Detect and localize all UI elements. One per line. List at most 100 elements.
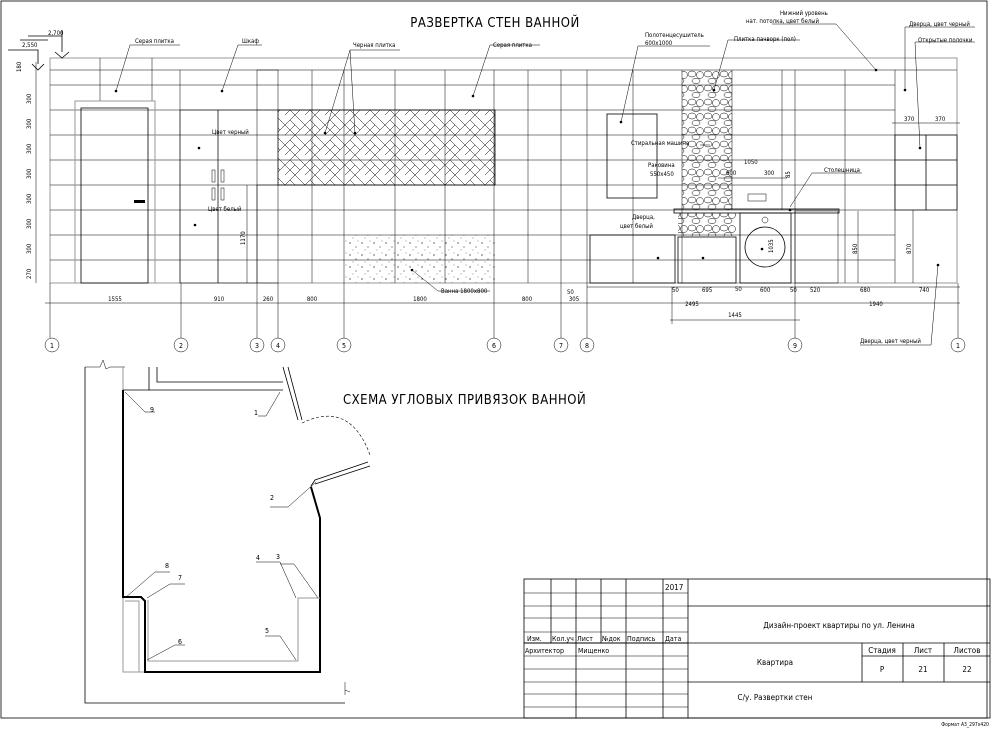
stage-value: Р (880, 665, 885, 674)
svg-text:680: 680 (860, 287, 871, 294)
axis-1-end: 1 (956, 342, 960, 350)
axis-2: 2 (179, 342, 183, 350)
corner-7: 7 (178, 574, 182, 582)
label-grey-tile-1: Серая плитка (135, 38, 174, 45)
corner-8: 8 (165, 562, 169, 570)
black-tile-herringbone (277, 109, 496, 186)
svg-text:600: 600 (760, 287, 771, 294)
label-bathtub: Ванна 1800x800 (441, 288, 488, 295)
level-mark-2700: 2,700 (48, 30, 64, 37)
svg-text:740: 740 (919, 287, 930, 294)
svg-text:1800: 1800 (413, 296, 427, 303)
lower-cabinet-door-1 (589, 234, 676, 284)
outer-wall (84, 367, 345, 704)
corner-5: 5 (265, 627, 269, 635)
dims-row-2: 1555 910 260 800 1800 800 305 2495 1940 (108, 296, 883, 308)
axis-4: 4 (276, 342, 280, 350)
svg-text:1940: 1940 (869, 301, 883, 308)
dim-1050: 1050 (744, 159, 758, 166)
label-ceiling-level-1: Нижний уровень (780, 10, 828, 17)
door-swing-arc (301, 415, 371, 456)
dim-1035: 1035 (768, 239, 775, 253)
door (74, 100, 156, 284)
elevation-title: РАЗВЕРТКА СТЕН ВАННОЙ (410, 15, 579, 31)
svg-text:50: 50 (672, 287, 679, 294)
wall-column-upper (256, 69, 279, 111)
svg-text:50: 50 (790, 287, 797, 294)
stage-label: Стадия (868, 646, 896, 655)
label-grey-tile-2: Серая плитка (493, 42, 532, 49)
svg-text:180: 180 (16, 61, 23, 72)
svg-text:Подпись: Подпись (627, 635, 656, 643)
svg-text:305: 305 (569, 296, 579, 303)
leader-lines (115, 23, 975, 346)
label-countertop: Столешница (824, 167, 860, 174)
towel-warmer (606, 113, 658, 199)
svg-text:№док: №док (601, 635, 621, 643)
washing-machine-drum (744, 226, 786, 268)
sheets-value: 22 (962, 665, 971, 674)
wall-elevation: РАЗВЕРТКА СТЕН ВАННОЙ (8, 10, 975, 353)
corner-4: 4 (256, 554, 260, 562)
door-handle (134, 200, 145, 203)
tile-grid (50, 58, 957, 283)
axis-3: 3 (255, 342, 259, 350)
axis-9: 9 (793, 342, 797, 350)
svg-text:300: 300 (26, 193, 33, 204)
svg-text:300: 300 (26, 93, 33, 104)
label-towel-warmer-size: 600x1000 (645, 40, 673, 47)
svg-text:695: 695 (702, 287, 712, 294)
svg-text:Изм.: Изм. (527, 635, 542, 643)
dim-370-right: 370 (935, 116, 946, 123)
dims-row-1: 50 50 695 50 600 50 520 680 740 (567, 286, 930, 296)
open-shelves (894, 134, 958, 211)
bathtub (345, 235, 495, 283)
dim-600: 600 (726, 170, 737, 177)
dim-cabinet-height: 1170 (240, 231, 247, 245)
dim-300: 300 (764, 170, 775, 177)
year: 2017 (665, 583, 683, 592)
dim-85: 85 (785, 171, 792, 178)
svg-text:300: 300 (26, 143, 33, 154)
room-outline (122, 390, 321, 673)
dim-1445: 1445 (728, 312, 742, 319)
sheet-title: С/у. Развертки стен (738, 693, 813, 702)
elevation-frame (49, 57, 958, 284)
lower-cabinet-door-2 (677, 236, 737, 284)
door-leaf-open (282, 366, 303, 421)
svg-text:520: 520 (810, 287, 821, 294)
title-block: 2017 Изм. Кол.уч Лист №док Подпись Дата … (523, 578, 991, 728)
label-washing-machine: Стиральная машина (631, 140, 689, 147)
scheme-title: СХЕМА УГЛОВЫХ ПРИВЯЗОК ВАННОЙ (343, 392, 586, 408)
svg-text:50: 50 (735, 286, 742, 293)
label-sink: Раковина (648, 162, 675, 169)
revision-headers: Изм. Кол.уч Лист №док Подпись Дата (527, 635, 681, 643)
svg-text:300: 300 (26, 218, 33, 229)
svg-text:Кол.уч: Кол.уч (552, 635, 574, 643)
axis-6: 6 (492, 342, 496, 350)
socket-block (747, 193, 767, 202)
svg-text:270: 270 (26, 268, 33, 279)
label-ceiling-level-2: нат. потолка, цвет белый (746, 18, 820, 25)
corner-9: 9 (150, 406, 154, 414)
architect-name: Мищенко (578, 647, 609, 655)
label-cabinet: Шкаф (242, 38, 259, 45)
svg-text:300: 300 (26, 243, 33, 254)
label-door-white-2: цвет белый (620, 223, 653, 230)
corner-2: 2 (270, 494, 274, 502)
svg-text:300: 300 (26, 168, 33, 179)
sheet-value: 21 (918, 665, 927, 674)
project-title: Дизайн-проект квартиры по ул. Ленина (763, 621, 915, 630)
washing-machine (739, 212, 792, 284)
wall-column-lower (256, 184, 279, 284)
corner-leaders (124, 391, 319, 661)
leader-dots (114, 68, 940, 272)
level-mark-2550: 2,550 (22, 42, 38, 49)
axis-1: 1 (50, 342, 54, 350)
patchwork-tile (682, 70, 732, 210)
corner-6: 6 (178, 638, 182, 646)
svg-text:1555: 1555 (108, 296, 122, 303)
corner-3: 3 (276, 553, 280, 561)
label-sink-size: 550x450 (650, 171, 674, 178)
label-door-black-bottom: Дверца, цвет черный (860, 338, 921, 345)
